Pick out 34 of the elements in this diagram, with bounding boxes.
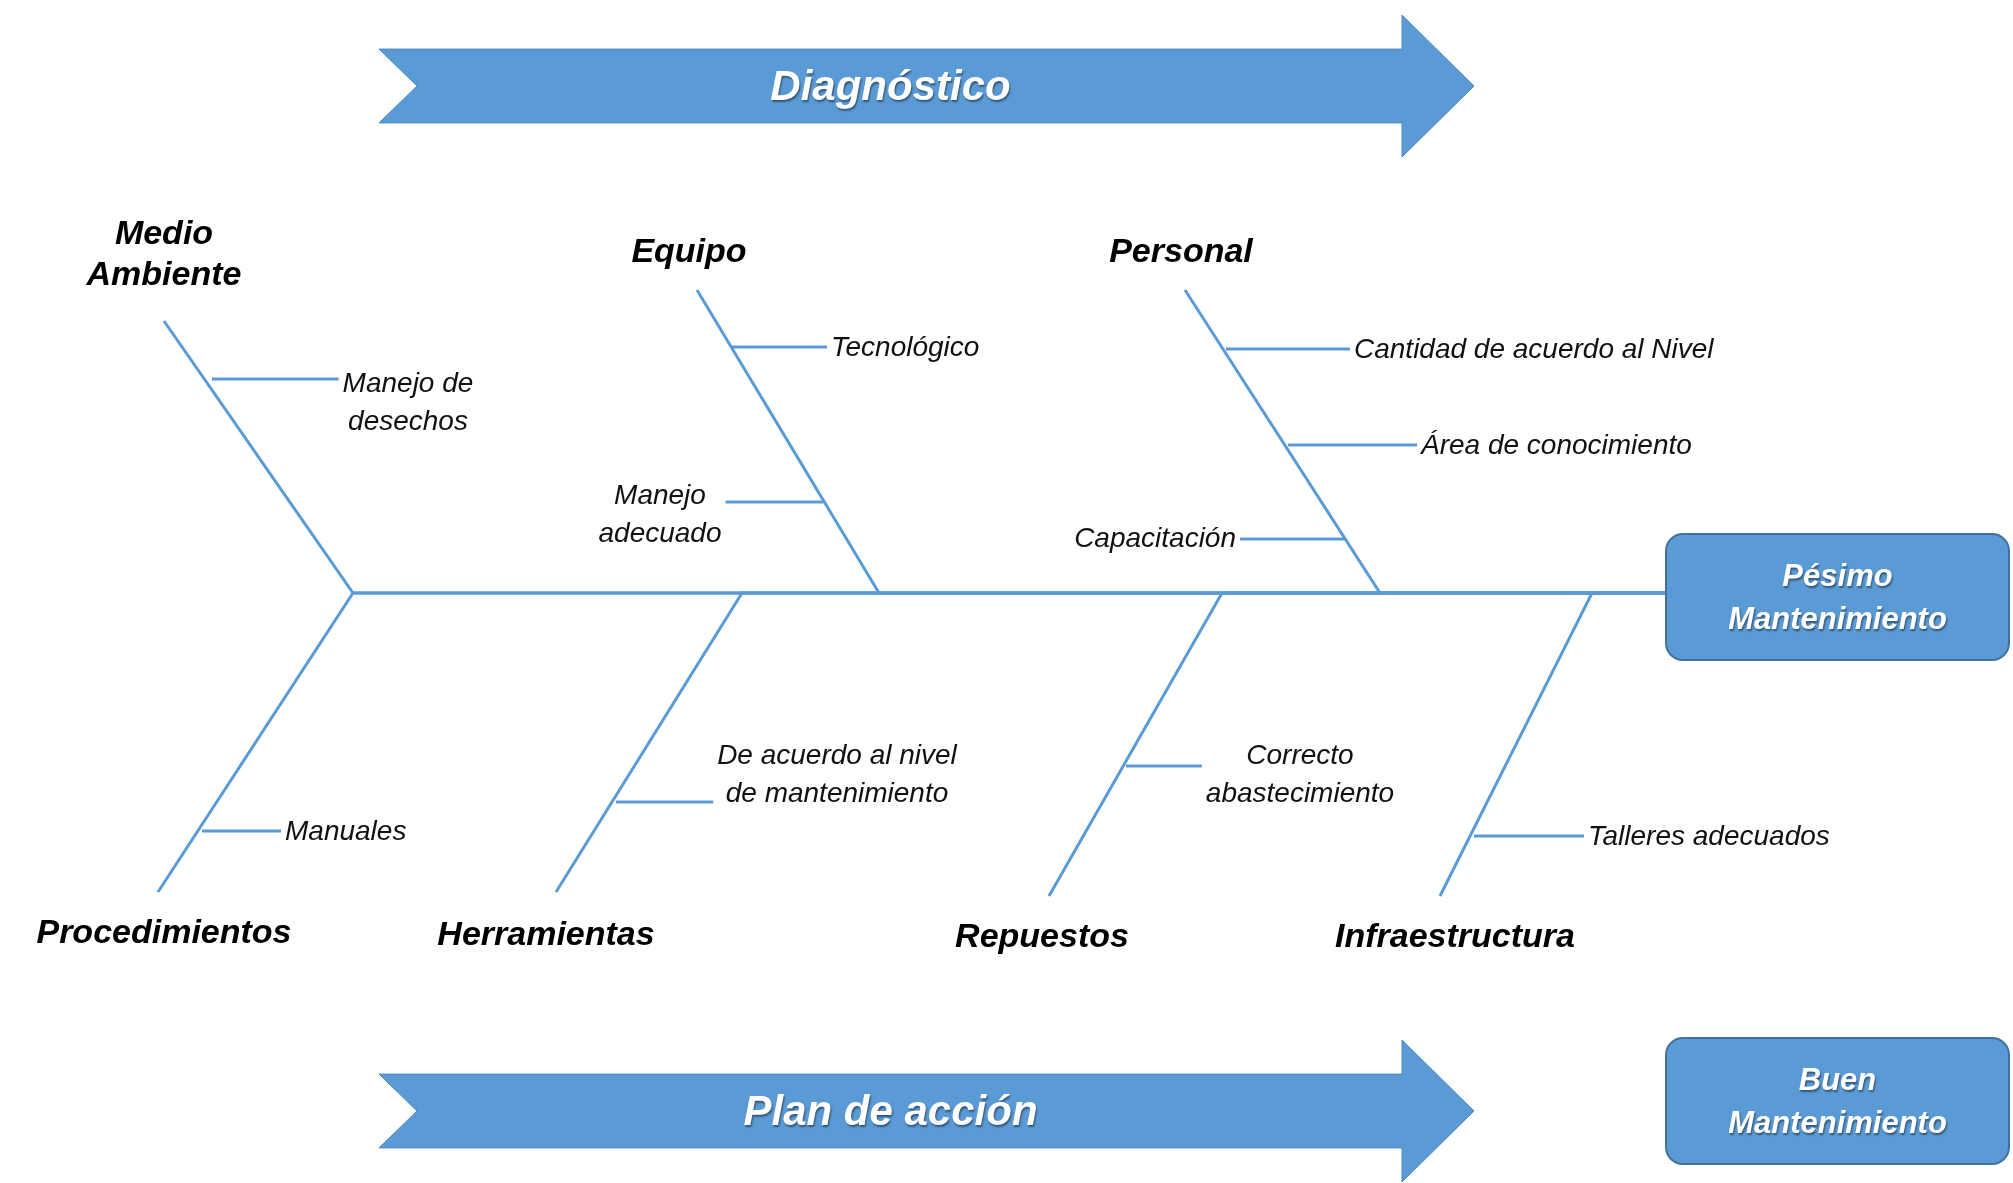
category-label: Repuestos (955, 915, 1129, 956)
cause-text: Talleres adecuados (1588, 819, 1830, 854)
effect-box (1665, 1037, 2010, 1165)
category-label: Herramientas (437, 913, 655, 954)
category-label: Personal (1109, 230, 1253, 271)
category-label: Infraestructura (1335, 915, 1575, 956)
sub-cause-tick (1240, 537, 1345, 541)
cause-text: Manuales (285, 814, 407, 849)
category-label: Procedimientos (36, 911, 292, 952)
banner-title: Plan de acción (743, 1087, 1038, 1135)
sub-cause-tick (616, 800, 714, 804)
sub-cause-tick (202, 829, 281, 833)
category-label: Equipo (631, 230, 747, 271)
cause-text: Cantidad de acuerdo al Nivel (1354, 332, 1714, 367)
effect-text: Pésimo Mantenimiento (1727, 556, 1948, 638)
sub-cause-tick (1226, 347, 1350, 351)
sub-cause-tick (1126, 764, 1202, 768)
bone-line (1438, 591, 1665, 897)
effect-text: Buen Mantenimiento (1727, 1060, 1948, 1142)
cause-text: De acuerdo al nivel de mantenimiento (716, 738, 959, 810)
banner-title: Diagnóstico (770, 62, 1011, 110)
cause-text: Tecnológico (831, 330, 980, 365)
sub-cause-tick (725, 500, 823, 504)
cause-text: Manejo adecuado (597, 478, 723, 550)
sub-cause-tick (1288, 443, 1417, 447)
cause-text: Área de conocimiento (1421, 428, 1692, 463)
cause-text: Capacitación (1074, 521, 1236, 556)
sub-cause-tick (212, 377, 339, 381)
cause-text: Correcto abastecimiento (1204, 738, 1396, 810)
effect-box (1665, 533, 2010, 661)
sub-cause-tick (1474, 834, 1584, 838)
cause-text: Manejo de desechos (341, 366, 475, 438)
category-label: Medio Ambiente (85, 212, 243, 294)
sub-cause-tick (732, 345, 827, 349)
